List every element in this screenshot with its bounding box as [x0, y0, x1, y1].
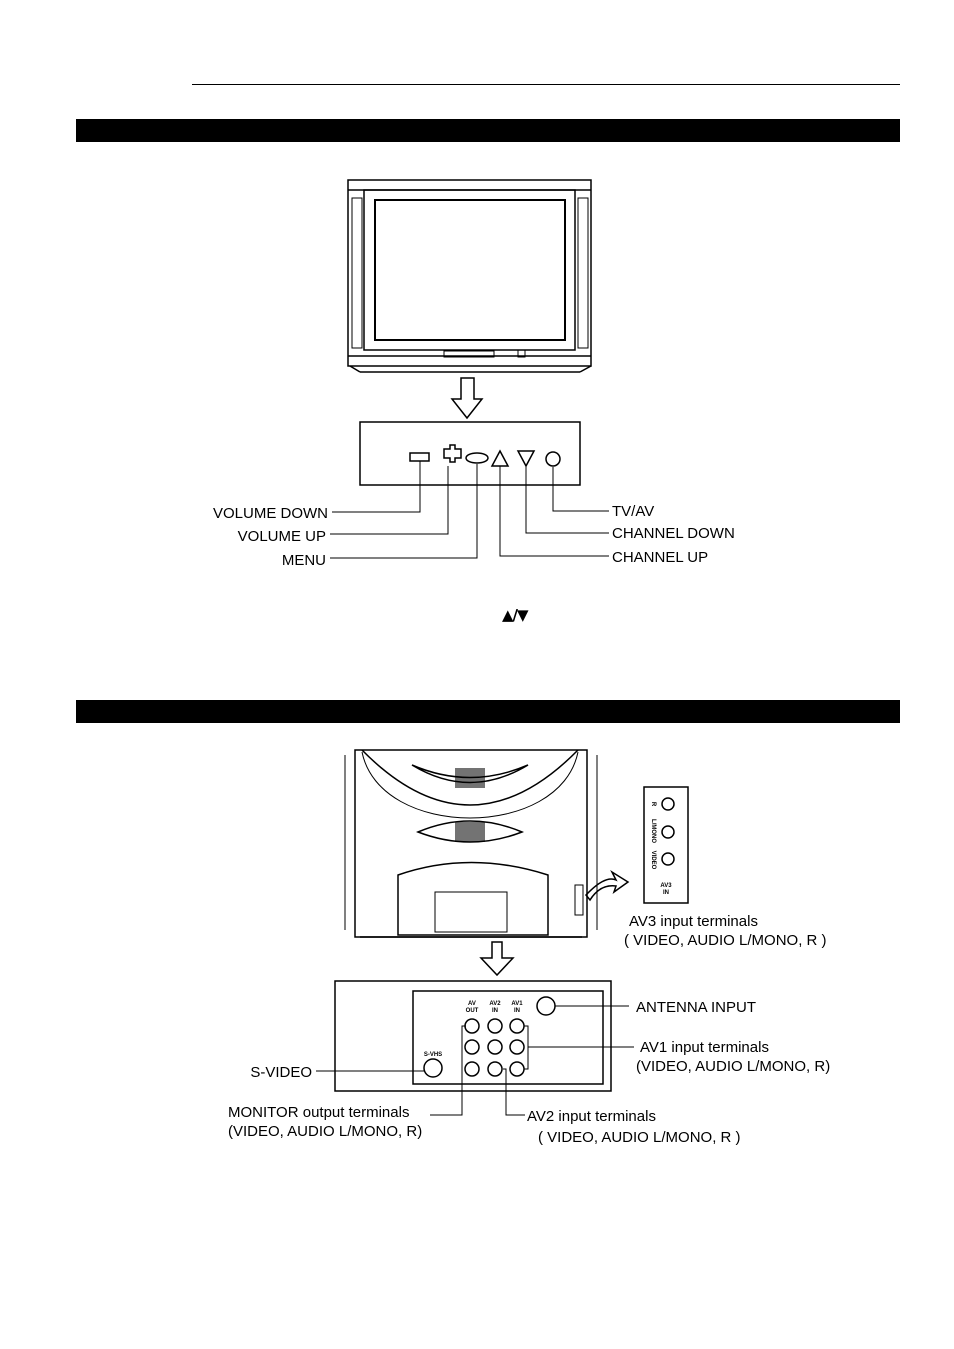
- label-channel-up: CHANNEL UP: [612, 549, 708, 566]
- av3-title-2: IN: [663, 890, 669, 896]
- hdr-svhs: S-VHS: [424, 1052, 442, 1058]
- av3-jack-r: R: [650, 802, 656, 807]
- label-antenna: ANTENNA INPUT: [636, 999, 756, 1016]
- av3-jack-video: VIDEO: [650, 851, 656, 870]
- rear-terminal-panel: [334, 980, 612, 1092]
- tv-front-illustration: [347, 179, 592, 373]
- label-monitor-2: (VIDEO, AUDIO L/MONO, R): [228, 1123, 422, 1140]
- header-rule: [192, 84, 900, 85]
- front-leader-lines: [330, 461, 609, 559]
- hdr-av2-in-1: AV2: [489, 1001, 501, 1007]
- label-av2-1: AV2 input terminals: [527, 1108, 656, 1125]
- label-av2-2: ( VIDEO, AUDIO L/MONO, R ): [538, 1129, 741, 1146]
- label-tv-av: TV/AV: [612, 503, 654, 520]
- av3-jack-lmono: L/MONO: [650, 819, 656, 843]
- label-volume-up: VOLUME UP: [238, 528, 326, 545]
- label-menu: MENU: [282, 552, 326, 569]
- channel-arrow-symbols: ▲/▼: [502, 606, 529, 624]
- down-arrow-icon-rear: [479, 941, 515, 977]
- hdr-av1-in-2: IN: [514, 1008, 520, 1014]
- section-bar-rear: [76, 700, 900, 723]
- hdr-av-out-2: OUT: [466, 1008, 479, 1014]
- label-s-video: S-VIDEO: [250, 1064, 312, 1081]
- label-volume-down: VOLUME DOWN: [213, 505, 328, 522]
- hdr-av2-in-2: IN: [492, 1008, 498, 1014]
- down-arrow-icon: [450, 377, 484, 420]
- tv-rear-illustration: [344, 749, 598, 938]
- hdr-av1-in-1: AV1: [511, 1001, 523, 1007]
- label-monitor-1: MONITOR output terminals: [228, 1104, 409, 1121]
- label-av3-2: ( VIDEO, AUDIO L/MONO, R ): [624, 932, 827, 949]
- rear-leader-lines: [316, 1005, 634, 1116]
- curved-arrow-icon: [585, 869, 630, 902]
- av3-side-panel: [643, 786, 689, 904]
- hdr-av-out-1: AV: [468, 1001, 476, 1007]
- label-av1-2: (VIDEO, AUDIO L/MONO, R): [636, 1058, 830, 1075]
- label-av1-1: AV1 input terminals: [640, 1039, 769, 1056]
- av3-title-1: AV3: [660, 883, 672, 889]
- section-bar-front: [76, 119, 900, 142]
- label-av3-1: AV3 input terminals: [629, 913, 758, 930]
- front-control-panel: [359, 421, 581, 486]
- label-channel-down: CHANNEL DOWN: [612, 525, 735, 542]
